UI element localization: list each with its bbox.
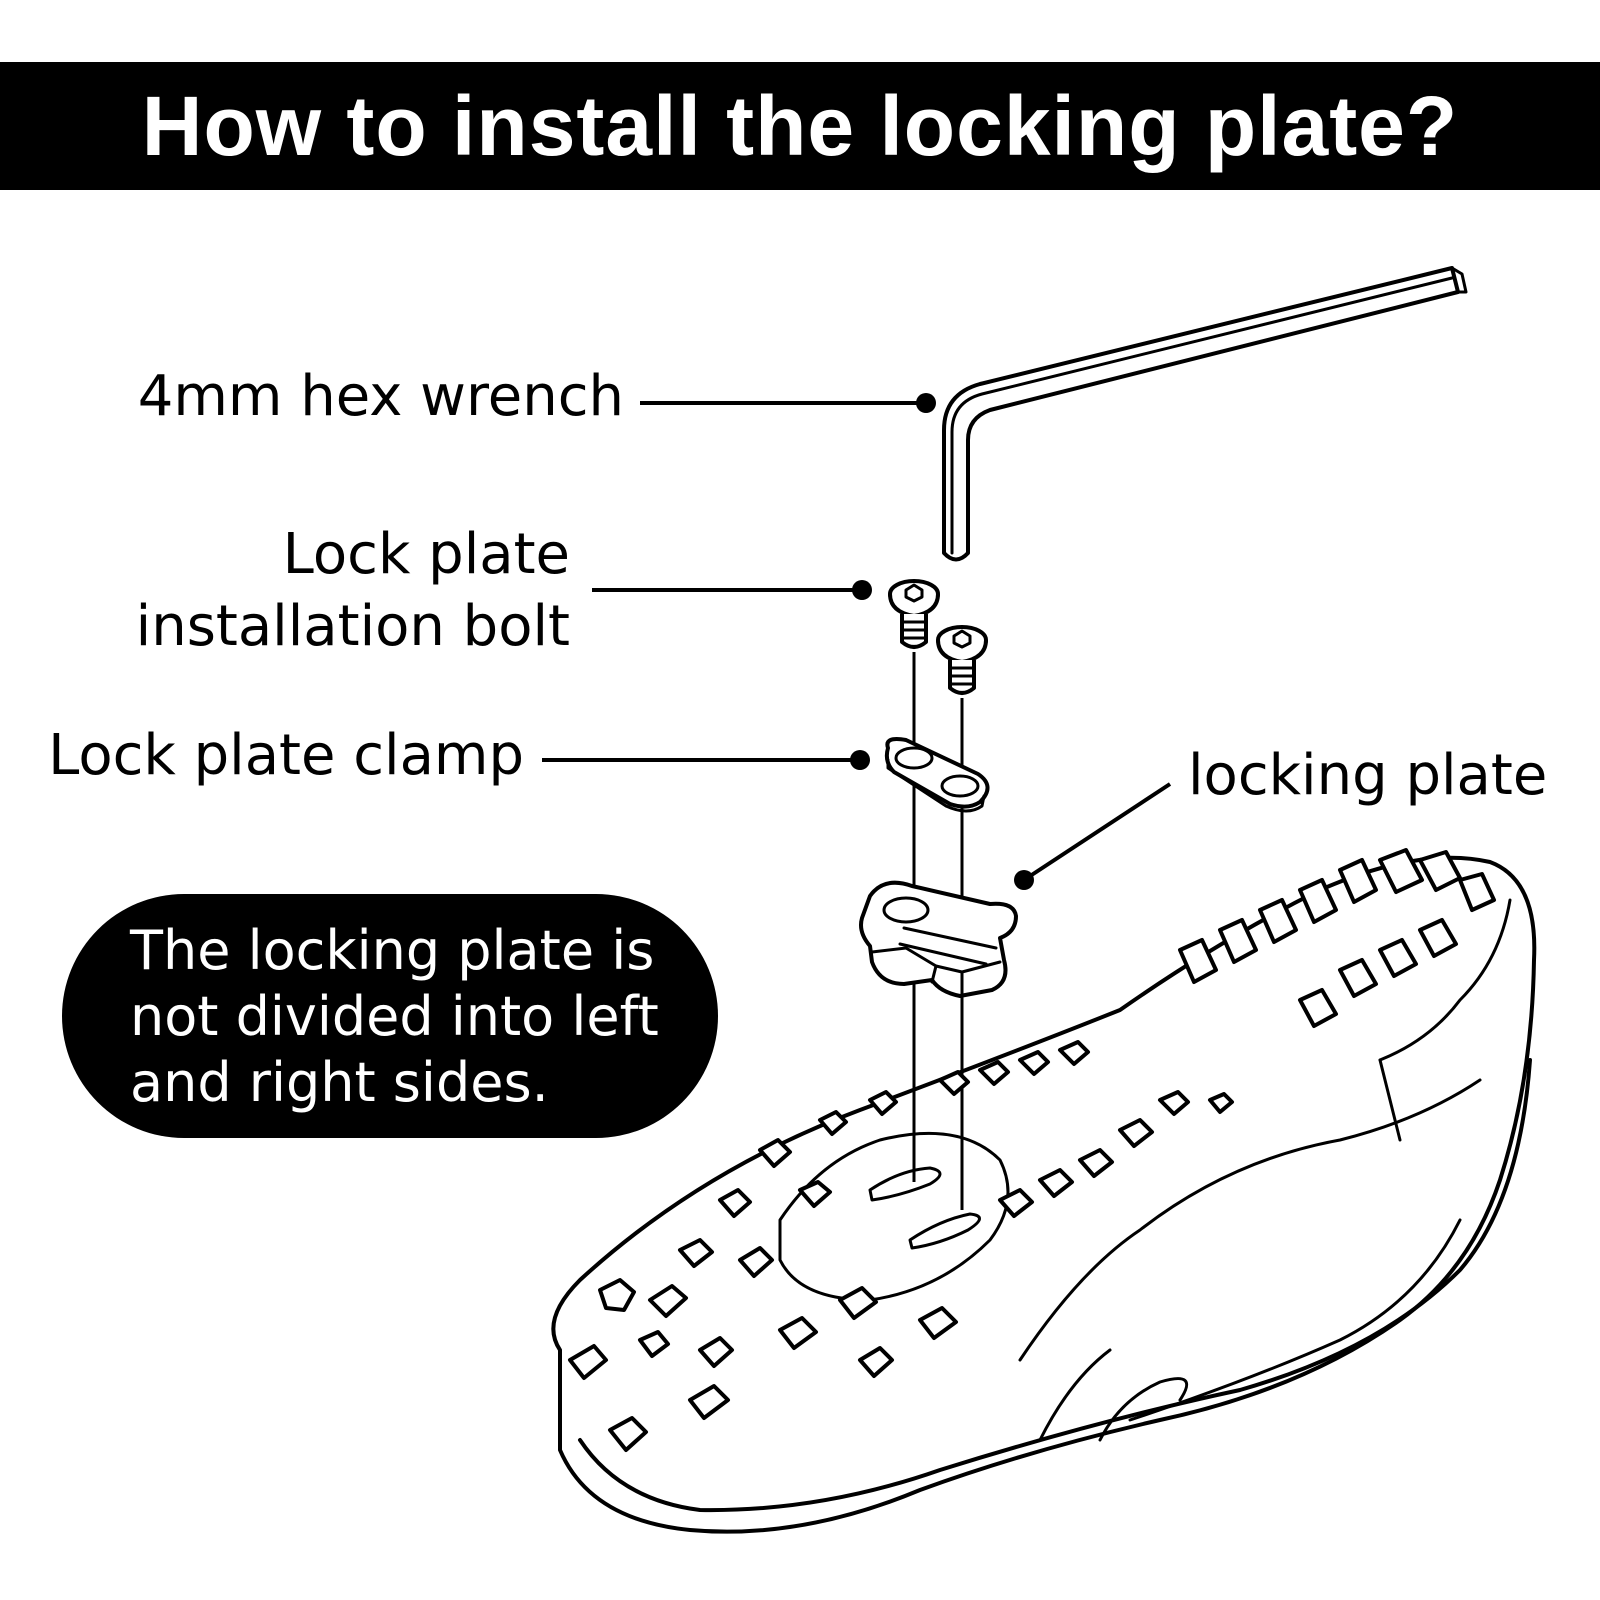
- clamp-icon: [884, 737, 990, 813]
- bolt-icon: [888, 579, 988, 695]
- note-line-1: The locking plate is: [130, 919, 655, 982]
- note-callout: The locking plate is not divided into le…: [62, 894, 718, 1138]
- leader-plate-dot: [1014, 870, 1034, 890]
- hex-wrench-icon: [942, 266, 1468, 562]
- label-locking-plate: locking plate: [1188, 743, 1548, 808]
- shoe-sole-icon: [551, 848, 1537, 1534]
- toe-studs: [568, 1090, 958, 1452]
- leader-clamp-dot: [850, 750, 870, 770]
- leader-plate: [1022, 782, 1172, 882]
- leader-wrench-dot: [916, 393, 936, 413]
- cleat-icon: [859, 880, 1018, 998]
- leader-lines: [542, 393, 1172, 890]
- page-title: How to install the locking plate?: [141, 78, 1459, 173]
- label-hex-wrench: 4mm hex wrench: [137, 364, 624, 429]
- note-text: The locking plate is not divided into le…: [130, 918, 710, 1116]
- heel-studs: [938, 848, 1496, 1218]
- note-line-2: not divided into left: [130, 985, 659, 1048]
- title-bar: How to install the locking plate?: [0, 62, 1600, 190]
- leader-bolt-dot: [852, 580, 872, 600]
- label-installation-bolt: Lock plate installation bolt: [135, 522, 570, 659]
- note-line-3: and right sides.: [130, 1051, 549, 1114]
- label-lock-plate-clamp: Lock plate clamp: [48, 723, 524, 788]
